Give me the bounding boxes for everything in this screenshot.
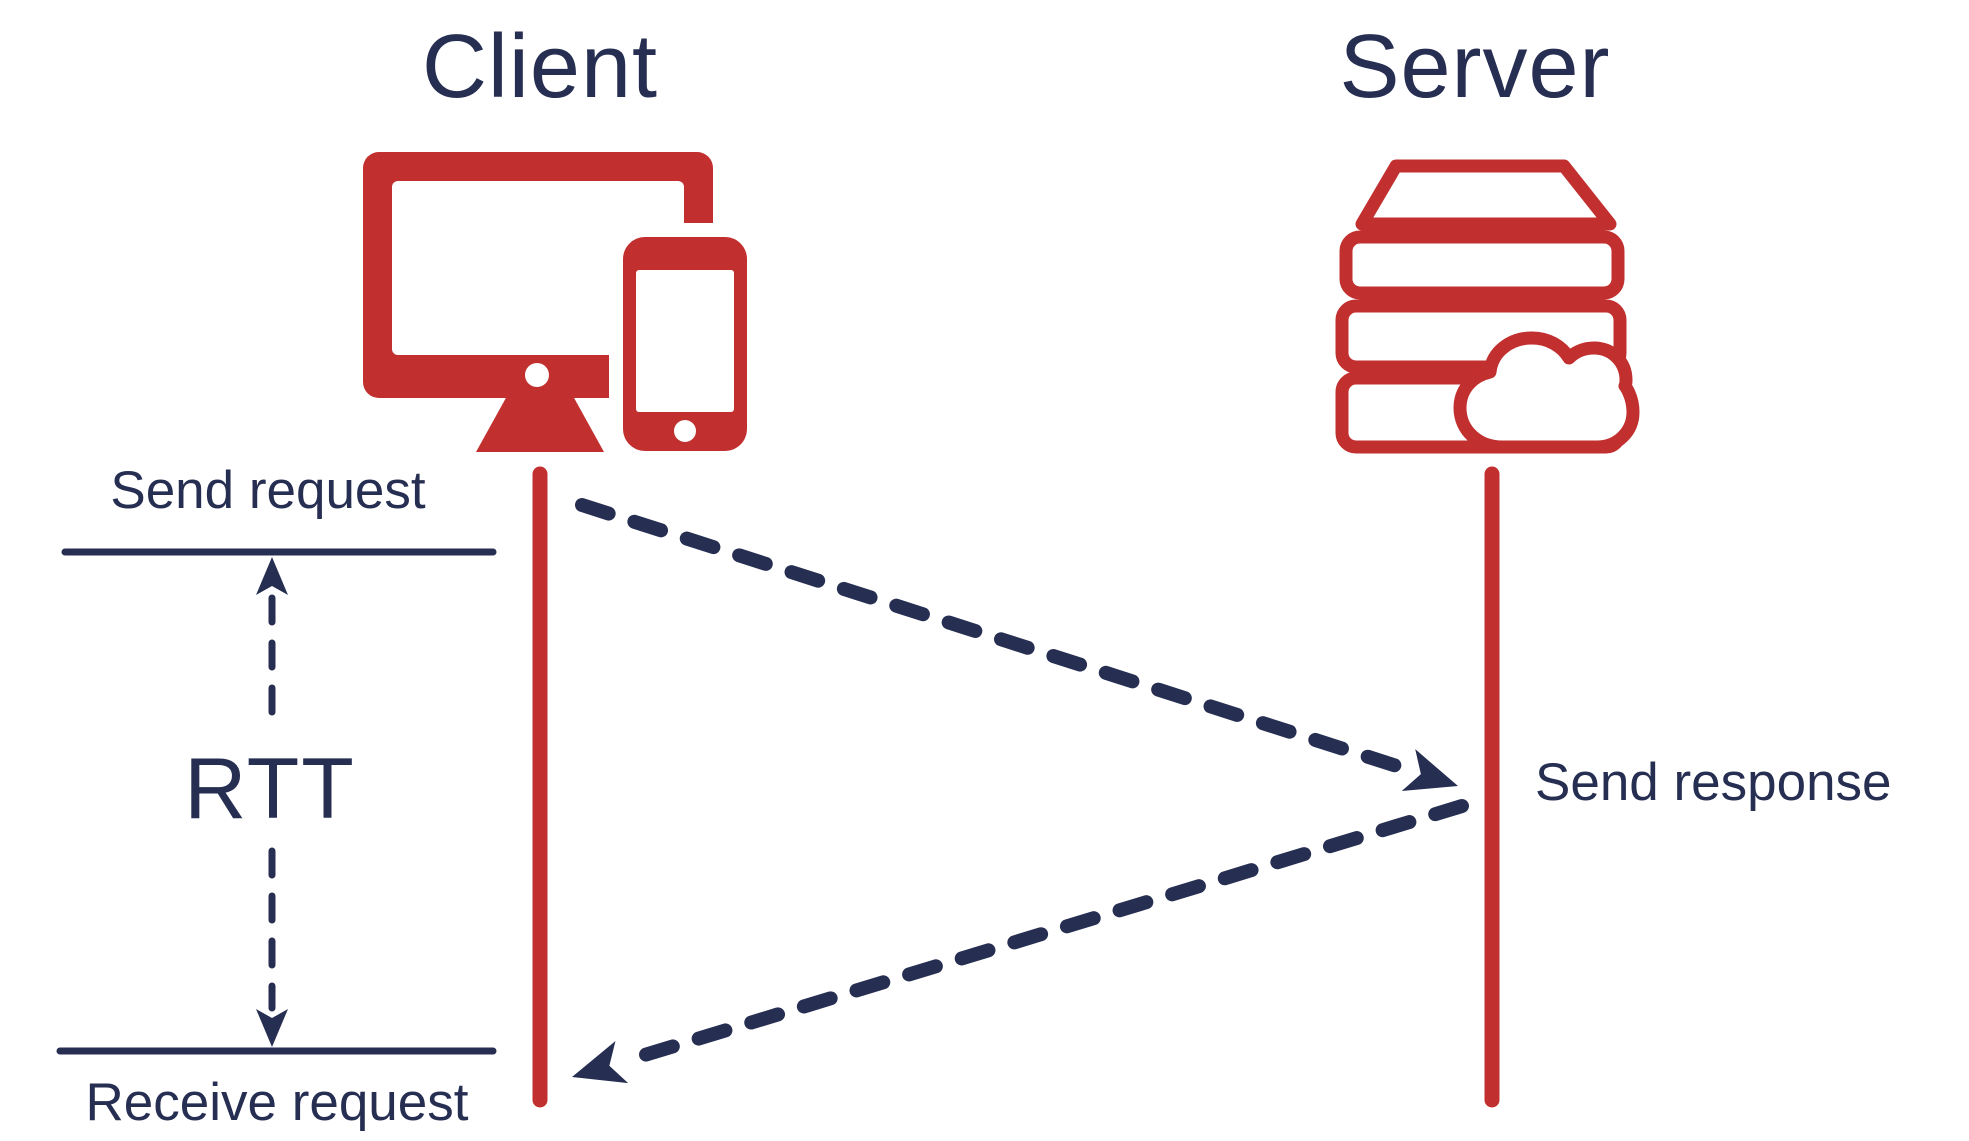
- rtt-label: RTT: [184, 741, 356, 837]
- server-unit-1: [1339, 230, 1625, 300]
- receive-request-label: Receive request: [86, 1073, 469, 1132]
- request-arrowhead-icon: [1401, 749, 1458, 792]
- server-lid: [1355, 159, 1617, 231]
- desktop-and-smartphone-icon: [363, 152, 761, 467]
- response-arrowhead-icon: [572, 1040, 629, 1084]
- rtt-measure: RTT: [56, 548, 497, 1055]
- client-title: Client: [422, 17, 658, 117]
- cloud-icon: [1453, 331, 1640, 454]
- server-title: Server: [1339, 17, 1610, 117]
- response-arrow: [572, 799, 1469, 1084]
- server-stack-with-cloud-icon: [1335, 159, 1640, 454]
- send-request-label: Send request: [110, 461, 426, 520]
- rtt-down-arrowhead-icon: [256, 1009, 288, 1047]
- rtt-up-arrowhead-icon: [256, 557, 288, 595]
- smartphone-icon: [609, 223, 761, 467]
- server-unit-2: [1335, 299, 1627, 374]
- request-arrow: [575, 498, 1458, 792]
- send-response-label: Send response: [1535, 753, 1892, 812]
